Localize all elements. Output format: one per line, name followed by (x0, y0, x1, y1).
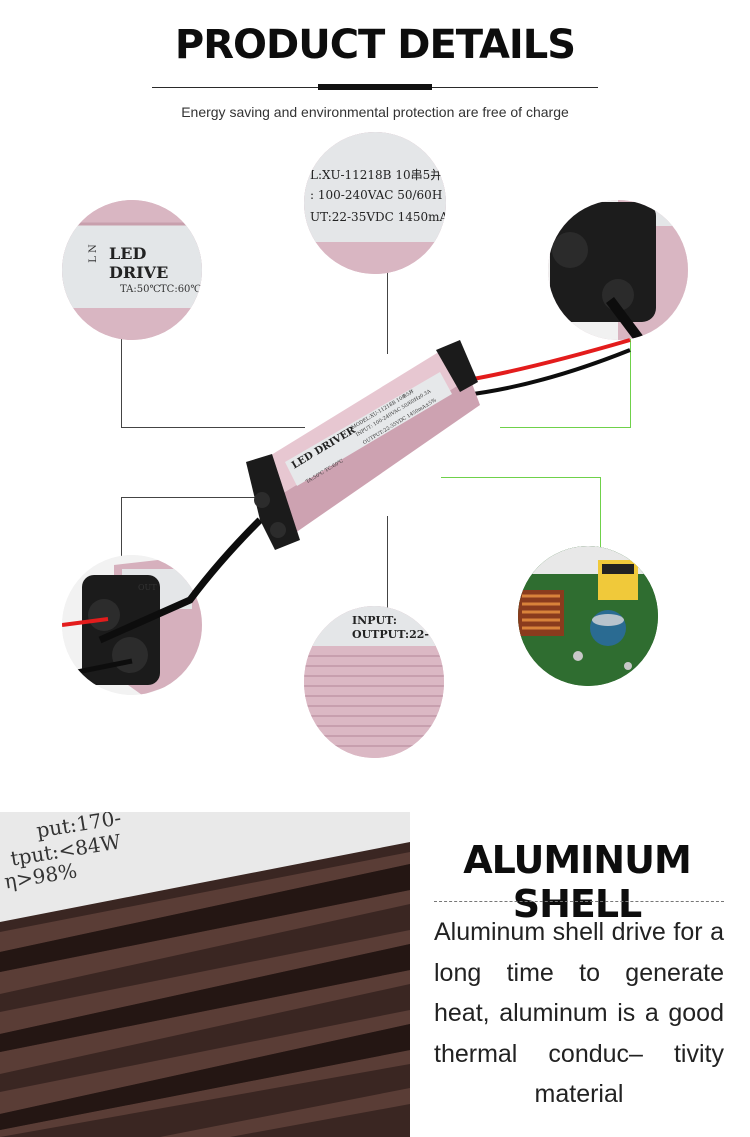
fins-line-1: INPUT: (352, 614, 397, 627)
led-driver-device (98, 338, 631, 644)
label-tc: TC:60℃ (160, 284, 202, 295)
section-title: ALUMINUM SHELL (463, 838, 692, 926)
leader-line (121, 336, 122, 427)
heatsink-fins-graphic (0, 812, 410, 1137)
model-closeup-graphic (304, 132, 446, 274)
label-ta: TA:50℃ (120, 284, 161, 295)
page-subtitle: Energy saving and environmental protecti… (181, 104, 569, 120)
cap-text: OUT (138, 583, 157, 592)
model-line-3: UT:22-35VDC 1450mA (310, 210, 446, 224)
callout-circuit-board (518, 546, 658, 686)
fins-graphic (304, 606, 444, 758)
leader-line (121, 497, 255, 498)
title-accent-bar (318, 84, 432, 90)
label-text: LED DRIVE (109, 244, 169, 282)
leader-line-green (441, 477, 601, 478)
pcb-graphic (518, 546, 658, 686)
leader-line (121, 427, 305, 428)
leader-line-green (600, 477, 601, 547)
page-title: PRODUCT DETAILS (174, 22, 576, 68)
callout-shell-fins: INPUT: OUTPUT:22- (304, 606, 444, 758)
model-line-2: : 100-240VAC 50/60H (310, 188, 443, 202)
heatsink-photo: put:170- tput:<84W η>98% (0, 812, 410, 1137)
callout-led-label: LED DRIVE TA:50℃ TC:60℃ L N (62, 200, 202, 340)
fins-line-2: OUTPUT:22- (352, 628, 429, 641)
leader-line-green (630, 300, 631, 428)
leader-line (121, 497, 122, 557)
leader-line (387, 516, 388, 608)
model-line-1: L:XU-11218B 10串5并 (310, 168, 443, 182)
callout-model-label: L:XU-11218B 10串5并 : 100-240VAC 50/60H UT… (304, 132, 446, 274)
leader-line-green (500, 427, 631, 428)
label-closeup-graphic (62, 200, 202, 340)
section-divider (434, 901, 724, 902)
section-description: Aluminum shell drive for a long time to … (434, 918, 724, 1108)
leader-line (387, 268, 388, 354)
